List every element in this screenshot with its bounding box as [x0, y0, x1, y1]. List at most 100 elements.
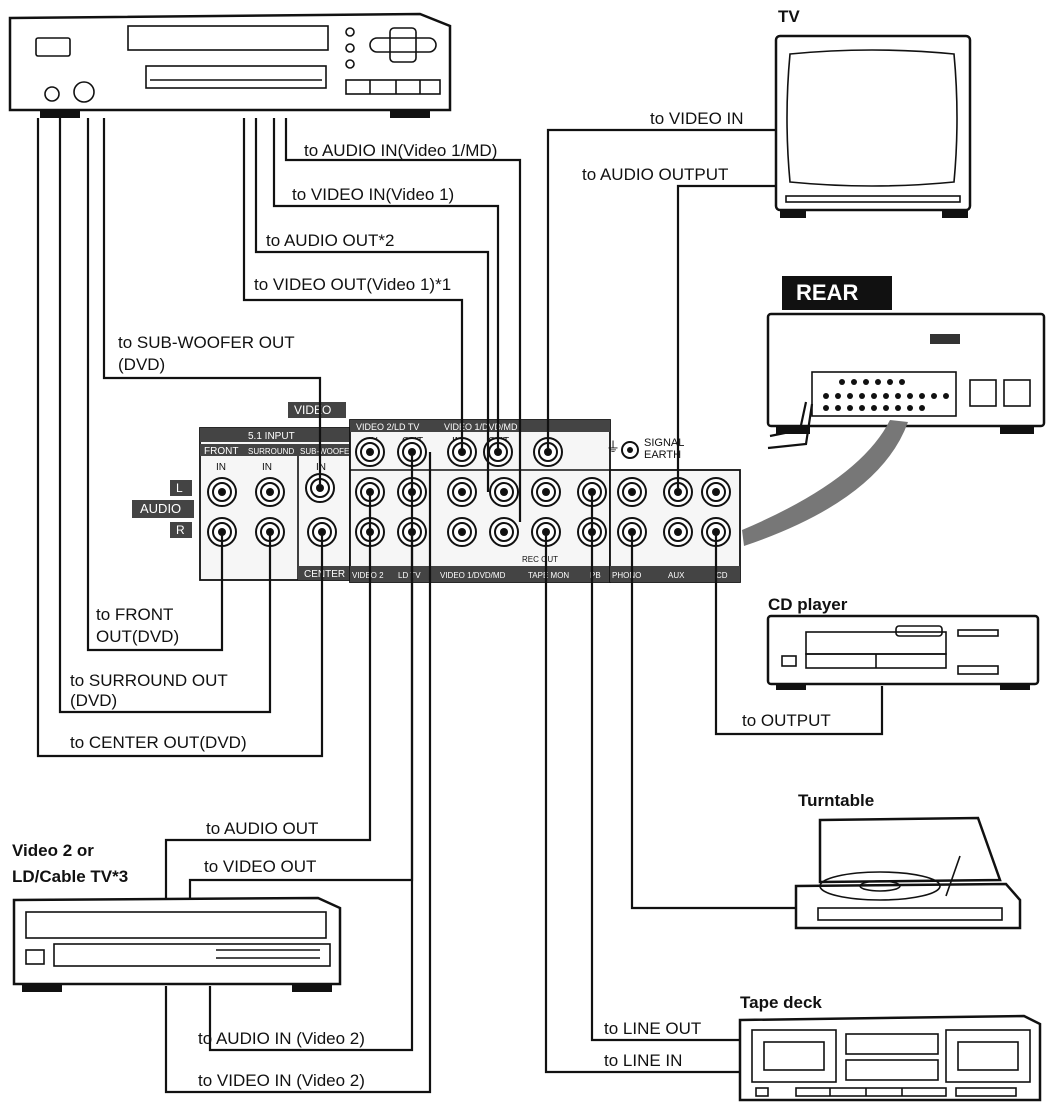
wire-cd-output — [714, 532, 884, 736]
rca-jack-ring — [360, 442, 380, 462]
rca-jack-pin — [458, 488, 466, 496]
rca-jack-ring — [212, 482, 232, 502]
wire-video-out-v1 — [242, 118, 464, 452]
turntable-label: Turntable — [798, 791, 874, 810]
surround-label: SURROUND — [248, 447, 294, 456]
rca-jack-ring — [260, 482, 280, 502]
video2-ldtv-header: VIDEO 2/LD TV — [356, 422, 419, 432]
wire-labels: to AUDIO IN(Video 1/MD) to VIDEO IN(Vide… — [70, 109, 831, 1090]
label-audio-in-v1md: to AUDIO IN(Video 1/MD) — [304, 141, 497, 160]
rca-jack-ring — [452, 482, 472, 502]
label-tv-audio-output: to AUDIO OUTPUT — [582, 165, 728, 184]
l-tag: L — [176, 481, 183, 495]
cd-player: CD player — [766, 595, 1040, 690]
label-video-out-v1: to VIDEO OUT(Video 1)*1 — [254, 275, 451, 294]
wire-tv-video-in — [546, 128, 776, 452]
label-tv-video-in: to VIDEO IN — [650, 109, 744, 128]
tape-mon-bottom: TAPE MON — [528, 571, 569, 580]
rca-jack-ring — [536, 482, 556, 502]
label-subwoofer-dvd: (DVD) — [118, 355, 165, 374]
rec-out-label: REC OUT — [522, 555, 558, 564]
label-subwoofer: to SUB-WOOFER OUT — [118, 333, 295, 352]
audio-tag: AUDIO — [140, 501, 181, 516]
ldtv-bottom: LD TV — [398, 571, 421, 580]
label-tape-line-out: to LINE OUT — [604, 1019, 701, 1038]
earth-symbol: ⏚ — [606, 439, 620, 455]
tape-deck-label: Tape deck — [740, 993, 822, 1012]
rca-jack-pin — [500, 488, 508, 496]
wire-v2-video-in — [164, 452, 432, 1094]
wire-audio-out-2 — [254, 118, 490, 492]
turntable: Turntable — [794, 791, 1022, 930]
rca-jack-pin — [542, 488, 550, 496]
rca-jack-pin — [266, 488, 274, 496]
label-surround: to SURROUND OUT — [70, 671, 228, 690]
label-front-dvd: OUT(DVD) — [96, 627, 179, 646]
aux-bottom: AUX — [668, 571, 685, 580]
front-in-label: IN — [216, 462, 226, 473]
label-v2-video-out: to VIDEO OUT — [204, 857, 316, 876]
label-tape-line-in: to LINE IN — [604, 1051, 682, 1070]
label-center: to CENTER OUT(DVD) — [70, 733, 247, 752]
wire-phono — [630, 532, 796, 910]
video-tag: VIDEO — [294, 403, 331, 417]
video2-label-2: LD/Cable TV*3 — [12, 867, 128, 886]
front-label: FRONT — [204, 446, 238, 457]
rca-jack-pin — [500, 528, 508, 536]
wire-surround — [58, 118, 272, 714]
wire-video-in-v1 — [272, 118, 500, 452]
label-front: to FRONT — [96, 605, 173, 624]
tape-deck: Tape deck — [738, 993, 1042, 1102]
rca-jack-pin — [218, 488, 226, 496]
video1-bottom: VIDEO 1/DVD/MD — [440, 571, 506, 580]
rear-label: REAR — [796, 280, 858, 305]
rca-jack-pin — [458, 528, 466, 536]
cd-bottom: CD — [716, 571, 728, 580]
video2-deck: Video 2 or LD/Cable TV*3 — [12, 841, 342, 992]
wire-center — [36, 118, 324, 758]
pb-bottom: PB — [590, 571, 601, 580]
wire-tape-line-in — [544, 532, 740, 1074]
label-v2-video-in: to VIDEO IN (Video 2) — [198, 1071, 365, 1090]
rca-jack-ring — [494, 522, 514, 542]
rca-jack-pin — [366, 448, 374, 456]
wire-v2-audio-in — [208, 532, 414, 1052]
wire-audio-in-v1md — [284, 118, 522, 522]
wire-subwoofer — [102, 118, 322, 488]
video2-bottom: VIDEO 2 — [352, 571, 384, 580]
rca-jack-pin — [674, 528, 682, 536]
tv: TV — [774, 7, 972, 218]
wire-tape-line-out — [590, 492, 740, 1042]
wire-front — [86, 118, 224, 652]
rca-jack-ring — [706, 482, 726, 502]
dvd-player — [8, 12, 452, 118]
wire-tv-audio-output — [676, 184, 776, 492]
earth-label: EARTH — [644, 449, 681, 461]
label-v2-audio-in: to AUDIO IN (Video 2) — [198, 1029, 365, 1048]
wire-v2-audio-out — [164, 492, 372, 900]
rca-jack-ring — [494, 482, 514, 502]
rear-view: REAR — [742, 276, 1046, 546]
label-v2-audio-out: to AUDIO OUT — [206, 819, 318, 838]
tv-label: TV — [778, 7, 800, 26]
label-surround-dvd: (DVD) — [70, 691, 117, 710]
input-51-label: 5.1 INPUT — [248, 431, 295, 442]
subwoofer-label: SUB-WOOFER — [300, 447, 355, 456]
surround-in-label: IN — [262, 462, 272, 473]
signal-label: SIGNAL — [644, 437, 684, 449]
rca-jack-pin — [712, 488, 720, 496]
video2-label: Video 2 or — [12, 841, 94, 860]
label-video-in-v1: to VIDEO IN(Video 1) — [292, 185, 454, 204]
rca-jack-ring — [668, 522, 688, 542]
phono-bottom: PHONO — [612, 571, 641, 580]
cd-player-label: CD player — [768, 595, 848, 614]
video1-dvdmd-header: VIDEO 1/DVD/MD — [444, 422, 518, 432]
rca-jack-ring — [452, 522, 472, 542]
wires — [36, 118, 884, 1094]
label-cd-output: to OUTPUT — [742, 711, 831, 730]
label-audio-out-2: to AUDIO OUT*2 — [266, 231, 394, 250]
rca-jack-ring — [622, 482, 642, 502]
rca-jack-pin — [628, 488, 636, 496]
center-label: CENTER — [304, 569, 345, 580]
